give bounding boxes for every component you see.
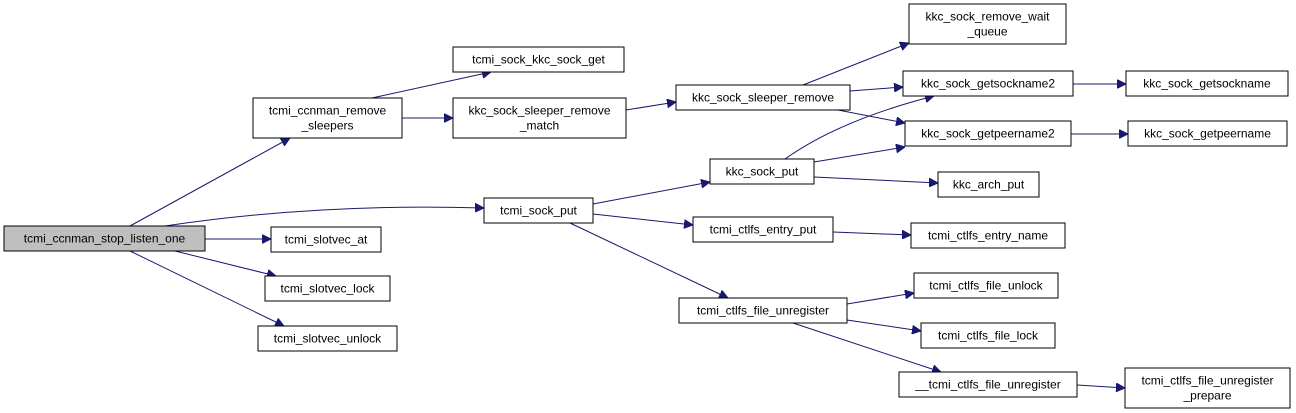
node-box — [904, 120, 1072, 147]
node-label: tcmi_slotvec_unlock — [274, 332, 382, 346]
node-kkc-sock-put[interactable]: kkc_sock_put — [709, 158, 815, 185]
node-box — [692, 216, 834, 243]
node-ctlfs-entry-name[interactable]: tcmi_ctlfs_entry_name — [910, 222, 1066, 249]
node-box — [675, 84, 851, 111]
node-ctlfs-entry-put[interactable]: tcmi_ctlfs_entry_put — [692, 216, 834, 243]
edge-root-to-slotvec_lock — [174, 250, 276, 276]
node-box — [1125, 70, 1289, 97]
edge-sleeper_remove-to-remove_wait_queue — [802, 43, 909, 86]
edge-ctlfs_file_unregister-to-__ctlfs_file_unregister — [792, 322, 941, 372]
node-box — [452, 97, 627, 139]
node-box — [913, 272, 1059, 299]
node-file-unregister-prepare[interactable]: tcmi_ctlfs_file_unregister_prepare — [1124, 367, 1291, 409]
edge-root-to-remove_sleepers — [129, 138, 290, 227]
node-box — [898, 371, 1078, 398]
node-label: _match — [519, 119, 559, 133]
edge-remove_sleepers-to-sock_kkc_get — [371, 72, 491, 99]
node-label: kkc_sock_put — [726, 165, 799, 179]
edge-sleeper_remove_match-to-sleeper_remove — [625, 102, 676, 111]
edge-kkc_sock_put-to-getsockname2 — [784, 96, 934, 160]
node-getsockname2[interactable]: kkc_sock_getsockname2 — [902, 70, 1074, 97]
node-box — [678, 297, 848, 324]
edge-sleeper_remove-to-getsockname2 — [849, 87, 903, 91]
node-getsockname[interactable]: kkc_sock_getsockname — [1125, 70, 1289, 97]
node-getpeername2[interactable]: kkc_sock_getpeername2 — [904, 120, 1072, 147]
node-ctlfs-file-lock[interactable]: tcmi_ctlfs_file_lock — [920, 322, 1056, 349]
node-label: __tcmi_ctlfs_file_unregister — [914, 378, 1060, 392]
node-box — [1124, 367, 1291, 409]
edge-sleeper_remove-to-getpeername2 — [837, 109, 905, 123]
node-label: tcmi_ctlfs_file_lock — [938, 329, 1039, 343]
node-label: kkc_sock_sleeper_remove — [468, 104, 610, 118]
node-box — [264, 275, 391, 302]
node-box — [252, 97, 403, 139]
node-label: kkc_arch_put — [953, 178, 1025, 192]
node-remove-sleepers[interactable]: tcmi_ccnman_remove_sleepers — [252, 97, 403, 139]
node-label: tcmi_ctlfs_entry_put — [710, 223, 817, 237]
node-label: kkc_sock_remove_wait — [925, 10, 1050, 24]
node-box — [483, 197, 594, 224]
node-label: _prepare — [1182, 389, 1231, 403]
node-ctlfs-file-unregister[interactable]: tcmi_ctlfs_file_unregister — [678, 297, 848, 324]
node-label: tcmi_ccnman_remove — [269, 104, 387, 118]
node-remove-wait-queue[interactable]: kkc_sock_remove_wait_queue — [908, 3, 1067, 45]
node-box — [910, 222, 1066, 249]
node-label: tcmi_ctlfs_entry_name — [928, 229, 1048, 243]
node-label: _queue — [966, 25, 1007, 39]
node-label: kkc_sock_getpeername2 — [921, 127, 1055, 141]
edge-__ctlfs_file_unregister-to-file_unregister_prepare — [1076, 385, 1125, 388]
node-label: tcmi_sock_kkc_sock_get — [472, 53, 605, 67]
node-getpeername[interactable]: kkc_sock_getpeername — [1127, 120, 1288, 147]
edge-ctlfs_file_unregister-to-ctlfs_file_unlock — [846, 293, 914, 305]
edge-root-to-tcmi_sock_put — [164, 207, 484, 227]
node-slotvec-unlock[interactable]: tcmi_slotvec_unlock — [257, 325, 398, 352]
node-label: kkc_sock_getpeername — [1144, 127, 1271, 141]
edge-tcmi_sock_put-to-ctlfs_entry_put — [592, 213, 693, 225]
node-box — [908, 3, 1067, 45]
node-sleeper-remove[interactable]: kkc_sock_sleeper_remove — [675, 84, 851, 111]
node-sock-kkc-get[interactable]: tcmi_sock_kkc_sock_get — [452, 46, 625, 73]
node-label: kkc_sock_getsockname2 — [921, 77, 1055, 91]
edge-ctlfs_entry_put-to-ctlfs_entry_name — [832, 232, 911, 235]
node-box — [3, 225, 206, 252]
node-box — [937, 171, 1040, 198]
node-box — [709, 158, 815, 185]
node-label: tcmi_ctlfs_file_unregister — [697, 304, 829, 318]
node-label: kkc_sock_sleeper_remove — [692, 91, 834, 105]
node-label: tcmi_slotvec_lock — [280, 282, 375, 296]
node-label: tcmi_ccnman_stop_listen_one — [24, 232, 186, 246]
node-tcmi-sock-put[interactable]: tcmi_sock_put — [483, 197, 594, 224]
node-label: tcmi_sock_put — [500, 204, 577, 218]
edge-kkc_sock_put-to-getpeername2 — [813, 147, 905, 163]
edge-kkc_sock_put-to-kkc_arch_put — [813, 176, 938, 183]
node-sleeper-remove-match[interactable]: kkc_sock_sleeper_remove_match — [452, 97, 627, 139]
edge-layer — [129, 43, 1128, 388]
node-label: tcmi_slotvec_at — [285, 233, 368, 247]
node-label: kkc_sock_getsockname — [1143, 77, 1271, 91]
node---ctlfs-file-unregister[interactable]: __tcmi_ctlfs_file_unregister — [898, 371, 1078, 398]
edge-root-to-slotvec_unlock — [129, 250, 284, 326]
edge-tcmi_sock_put-to-ctlfs_file_unregister — [569, 222, 728, 298]
node-box — [1127, 120, 1288, 147]
node-label: tcmi_ctlfs_file_unlock — [929, 279, 1043, 293]
node-layer: tcmi_ccnman_stop_listen_one tcmi_ccnman_r… — [3, 3, 1291, 409]
node-slotvec-at[interactable]: tcmi_slotvec_at — [270, 226, 382, 253]
node-kkc-arch-put[interactable]: kkc_arch_put — [937, 171, 1040, 198]
node-root[interactable]: tcmi_ccnman_stop_listen_one — [3, 225, 206, 252]
node-box — [452, 46, 625, 73]
edge-tcmi_sock_put-to-kkc_sock_put — [592, 182, 710, 205]
node-label: _sleepers — [300, 119, 353, 133]
node-ctlfs-file-unlock[interactable]: tcmi_ctlfs_file_unlock — [913, 272, 1059, 299]
node-slotvec-lock[interactable]: tcmi_slotvec_lock — [264, 275, 391, 302]
node-label: tcmi_ctlfs_file_unregister — [1141, 374, 1273, 388]
node-box — [270, 226, 382, 253]
node-box — [920, 322, 1056, 349]
node-box — [257, 325, 398, 352]
edge-ctlfs_file_unregister-to-ctlfs_file_lock — [846, 319, 921, 331]
node-box — [902, 70, 1074, 97]
